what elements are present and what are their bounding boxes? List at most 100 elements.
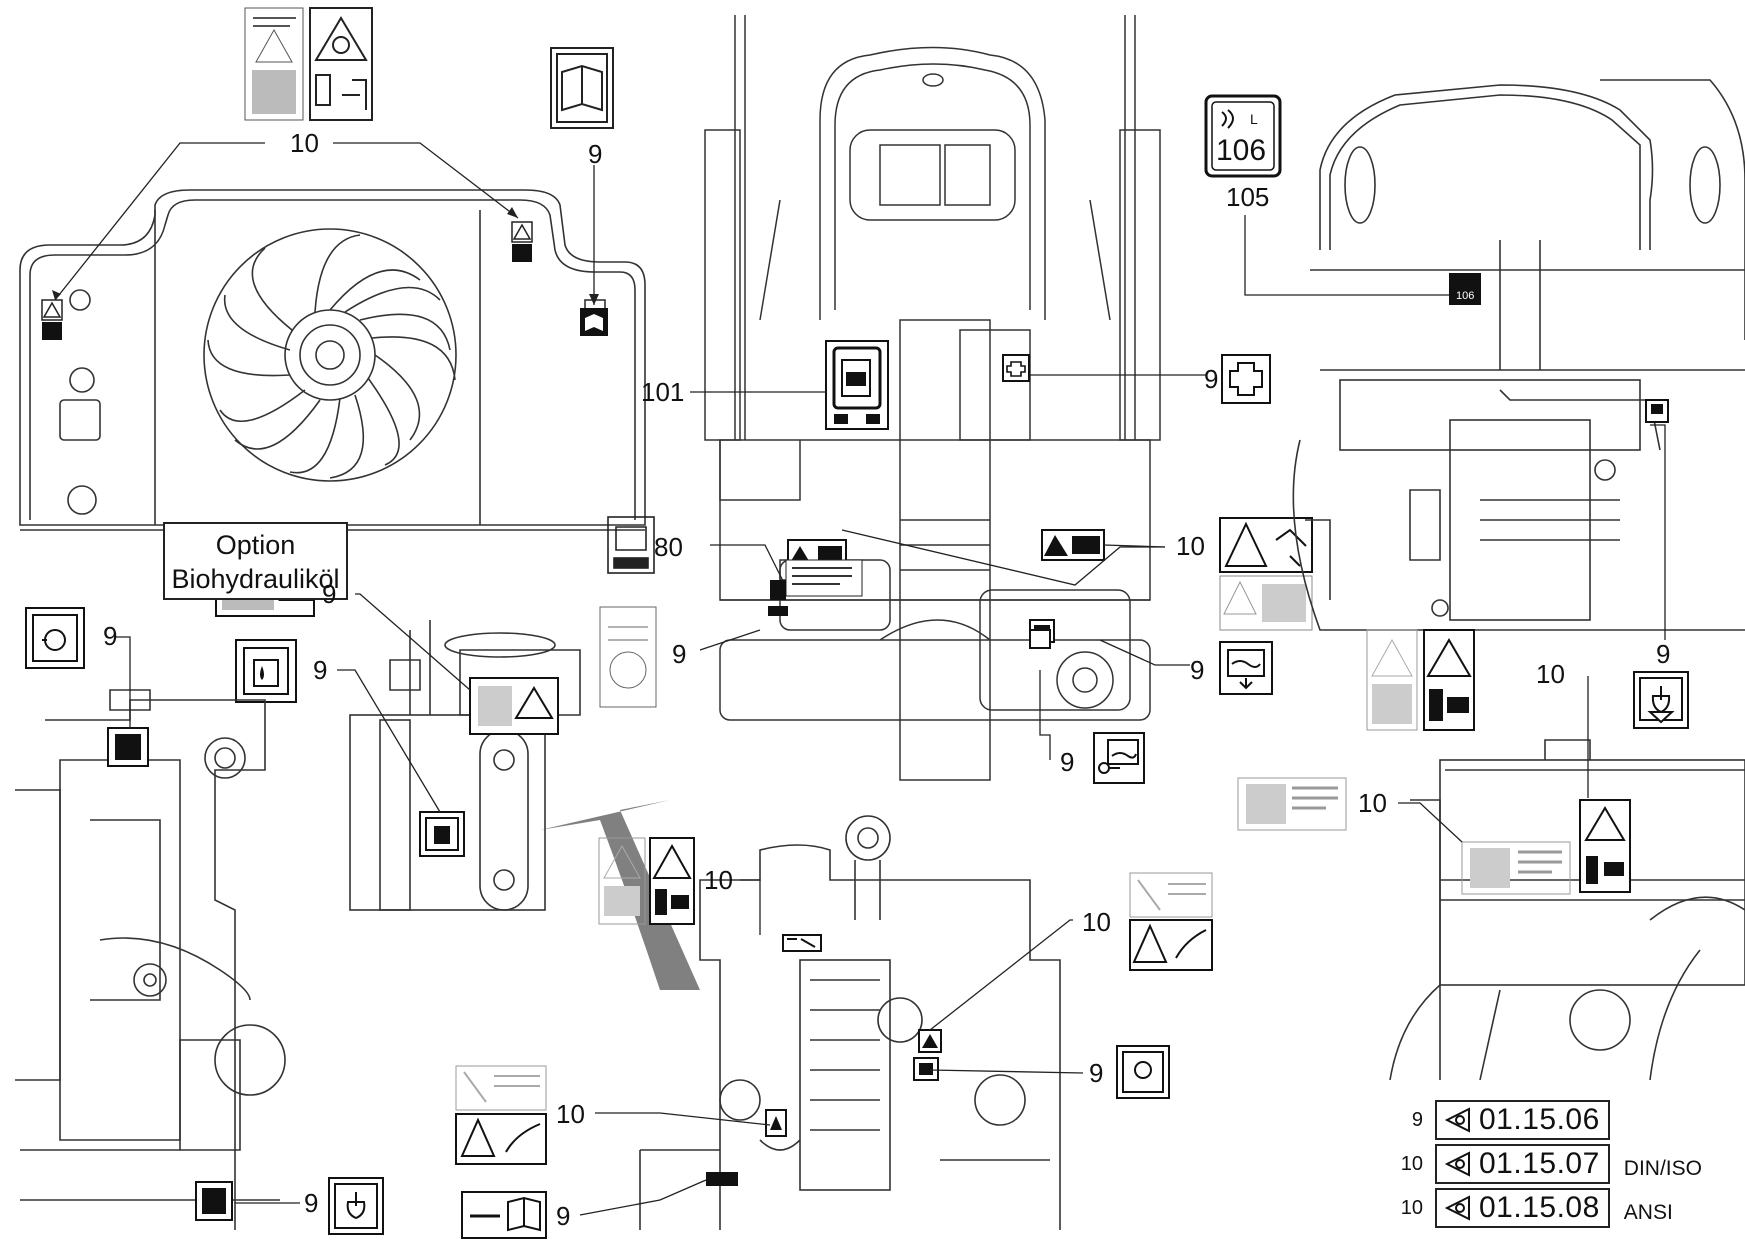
warning-pictogram-top — [309, 7, 373, 121]
eye-reference-icon — [1444, 1107, 1470, 1133]
callout-mid-right-warning: 10 — [1536, 659, 1565, 689]
warning-decal-manifold — [765, 1109, 787, 1137]
warning-decal-left — [41, 299, 63, 340]
sound-decal-small: 106 — [1449, 273, 1481, 305]
warning-label-sample-right — [1219, 575, 1313, 631]
reference-box[interactable]: 01.15.06 — [1435, 1100, 1610, 1140]
warning-pictogram-engine-a — [649, 837, 695, 925]
coolant-icon — [1219, 641, 1273, 695]
decal-80-sample — [607, 516, 655, 574]
reference-item-number: 10 — [1400, 1152, 1423, 1175]
svg-text:106: 106 — [1216, 134, 1266, 167]
callout-center-warning: 10 — [1176, 531, 1205, 561]
reference-standard: DIN/ISO — [1623, 1157, 1702, 1180]
warning-pictogram-engine-c — [455, 1113, 547, 1165]
hydraulic-oil-icon — [1093, 732, 1145, 784]
label-sample-circle — [599, 606, 657, 708]
reference-row-1: 9 01.15.06 — [1393, 1098, 1610, 1142]
callout-engine-side-fuel: 9 — [304, 1188, 319, 1218]
warning-label-sample-mid-right — [1366, 629, 1418, 731]
fan-warning-label-sample — [1237, 777, 1347, 831]
option-biohydraulic-box: Option Biohydrauliköl — [163, 522, 348, 600]
fuel-decal-engine — [195, 1181, 233, 1221]
hydraulic-icon-tank — [419, 811, 465, 857]
first-aid-decal-small — [1002, 354, 1030, 382]
callout-tank-hydraulic: 9 — [313, 655, 328, 685]
radiator-view — [19, 189, 646, 531]
book-decal-engine-sample — [461, 1191, 547, 1239]
fuel-decal-engine-front — [913, 1057, 939, 1081]
book-icon — [550, 47, 614, 129]
warning-pictogram-right — [1219, 517, 1313, 573]
callout-hydraulic-oil: 9 — [1060, 747, 1075, 777]
callout-radiator-book: 9 — [588, 139, 603, 169]
callout-sound-level: 105 — [1226, 182, 1270, 212]
warning-label-sample-engine-b — [1129, 872, 1213, 918]
eye-reference-icon — [1444, 1151, 1470, 1177]
engine-front-view — [639, 815, 1061, 1230]
reference-box[interactable]: 01.15.07 — [1435, 1144, 1610, 1184]
hydraulic-decal-engine — [107, 727, 149, 767]
warning-label-sample-top — [244, 7, 304, 121]
callout-center-decal: 9 — [672, 639, 687, 669]
arrow-tank-detail — [540, 800, 700, 990]
warning-pictogram-mid-right — [1423, 629, 1475, 731]
warning-decal-engine-belt — [918, 1029, 942, 1053]
fan-warning-label — [1461, 841, 1571, 895]
reference-code: 01.15.07 — [1479, 1147, 1600, 1180]
rear-view — [704, 15, 1161, 781]
warning-decal-engine-cover — [1579, 799, 1631, 893]
callout-biohydraulic: 9 — [322, 579, 337, 609]
first-aid-cross-icon — [1221, 354, 1271, 404]
book-decal-radiator — [580, 308, 608, 336]
callout-manifold-warning: 10 — [556, 1099, 585, 1129]
warning-label-sample-engine-a — [598, 837, 646, 925]
warning-decal-right — [511, 221, 533, 262]
callout-fuel-cab: 9 — [1656, 639, 1671, 669]
type-plate — [785, 559, 863, 597]
reference-row-3: 10 01.15.08 ANSI — [1393, 1186, 1673, 1230]
callout-steering-decal: 101 — [641, 377, 685, 407]
warning-decal-center-right — [1041, 529, 1105, 561]
hydraulic-decal-small — [1029, 629, 1051, 649]
book-decal-engine — [706, 1172, 738, 1186]
tank-view — [349, 620, 581, 911]
callout-book-engine: 9 — [556, 1201, 571, 1231]
biohydraulic-decal-on-tank — [469, 677, 559, 735]
sound-power-icon: L 106 — [1204, 94, 1282, 178]
hydraulic-icon-sample — [235, 639, 297, 703]
reference-item-number: 9 — [1411, 1108, 1423, 1131]
callout-first-aid: 9 — [1204, 364, 1219, 394]
warning-label-sample-engine-c — [455, 1065, 547, 1111]
decal-80-small — [768, 580, 788, 616]
callout-type-plate: 80 — [654, 532, 683, 562]
svg-text:106: 106 — [1456, 290, 1474, 302]
reference-item-number: 10 — [1400, 1196, 1423, 1219]
engine-cover-view — [1389, 739, 1745, 1081]
fuel-icon-engine-front-sample — [1116, 1045, 1170, 1099]
warning-pictogram-engine-b — [1129, 919, 1213, 971]
callout-engine-cover-warning: 10 — [1358, 788, 1387, 818]
warning-decal-engine-front — [782, 934, 822, 952]
svg-text:L: L — [1250, 111, 1258, 127]
reference-row-2: 10 01.15.07 DIN/ISO — [1393, 1142, 1702, 1186]
callout-coolant: 9 — [1190, 655, 1205, 685]
engine-side-view — [15, 689, 286, 1230]
reference-code: 01.15.08 — [1479, 1191, 1600, 1224]
fuel-decal-small — [1645, 399, 1669, 423]
fuel-icon — [1633, 671, 1689, 729]
reference-code: 01.15.06 — [1479, 1103, 1600, 1136]
callout-radiator-warning: 10 — [290, 128, 319, 158]
steering-decal-101 — [825, 340, 889, 430]
fuel-icon-engine-sample — [328, 1177, 384, 1235]
hydraulic-icon-engine-sample — [25, 607, 85, 669]
callout-engine-belt-warning: 10 — [1082, 907, 1111, 937]
callout-engine-front-warning: 10 — [704, 865, 733, 895]
option-label: Option — [215, 530, 296, 560]
callout-engine-hydraulic: 9 — [103, 621, 118, 651]
reference-standard: ANSI — [1623, 1201, 1673, 1224]
eye-reference-icon — [1444, 1195, 1470, 1221]
reference-box[interactable]: 01.15.08 — [1435, 1188, 1610, 1228]
option-sublabel: Biohydrauliköl — [171, 564, 340, 594]
